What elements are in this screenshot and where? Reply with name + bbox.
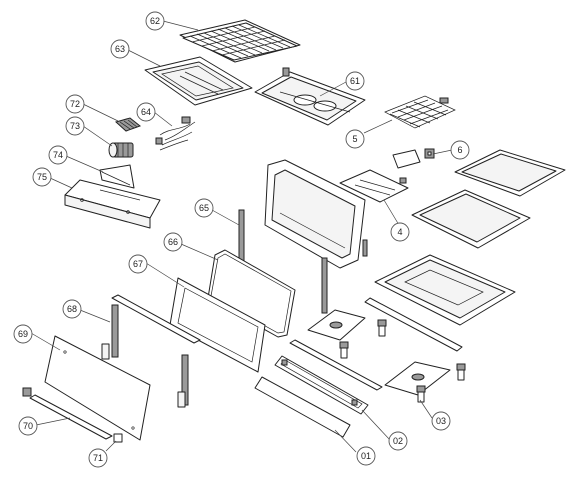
svg-text:67: 67 (133, 259, 143, 269)
svg-text:70: 70 (23, 421, 33, 431)
part-70-handle-bar (22, 387, 113, 440)
callout-71: 71 (88, 448, 108, 468)
svg-text:66: 66 (168, 237, 178, 247)
svg-text:4: 4 (397, 227, 402, 237)
callout-03: 03 (431, 411, 451, 431)
part-heat-shield (392, 149, 421, 169)
part-5-upper-heating-element (384, 95, 456, 129)
svg-text:73: 73 (70, 121, 80, 131)
callout-69: 69 (13, 324, 33, 344)
part-front-bracket-right (384, 361, 451, 396)
part-72-terminal-block (114, 117, 142, 132)
part-side-rail-right (321, 257, 328, 314)
part-71-end-cap (113, 433, 123, 443)
svg-text:64: 64 (141, 107, 151, 117)
svg-text:68: 68 (67, 304, 77, 314)
leader-lines (30, 20, 453, 453)
part-69-outer-glass (44, 335, 151, 441)
callout-75: 75 (32, 167, 52, 187)
part-front-bracket-left (307, 309, 366, 341)
part-top-cover-plate (454, 149, 566, 197)
svg-text:6: 6 (457, 145, 462, 155)
callout-02: 02 (388, 431, 408, 451)
part-6-bracket (424, 148, 435, 159)
part-front-rail (289, 339, 383, 391)
svg-text:01: 01 (361, 451, 371, 461)
callout-65: 65 (194, 198, 214, 218)
callout-70: 70 (18, 416, 38, 436)
part-65-side-rail (238, 209, 245, 267)
svg-text:61: 61 (350, 76, 360, 86)
part-63-drip-tray (144, 56, 253, 106)
callout-66: 66 (163, 232, 183, 252)
callout-63: 63 (110, 39, 130, 59)
part-baking-pan (411, 189, 531, 249)
callout-64: 64 (136, 102, 156, 122)
part-67-door-frame (169, 277, 266, 373)
part-02-drawer-frame (274, 355, 369, 415)
part-75-upper-housing (64, 179, 161, 229)
callout-6: 6 (450, 140, 470, 160)
callout-4: 4 (390, 222, 410, 242)
svg-text:71: 71 (93, 453, 103, 463)
part-bottom-rail-long (364, 297, 463, 352)
svg-text:74: 74 (53, 150, 63, 160)
part-68-door-hinge (101, 304, 189, 408)
part-bottom-tray-frame (374, 254, 516, 326)
part-61-grill-pan (254, 67, 366, 126)
svg-text:02: 02 (393, 436, 403, 446)
svg-text:03: 03 (436, 416, 446, 426)
callout-73: 73 (65, 116, 85, 136)
part-64-wiring-harness (155, 116, 196, 151)
part-door-top-rod (111, 294, 201, 344)
callout-5: 5 (345, 129, 365, 149)
part-73-fan-motor (108, 142, 134, 158)
part-oven-liner-frame (264, 159, 368, 269)
part-74-fan-cover (99, 164, 135, 189)
callout-01: 01 (356, 446, 376, 466)
svg-text:75: 75 (37, 172, 47, 182)
callout-67: 67 (128, 254, 148, 274)
svg-text:62: 62 (150, 16, 160, 26)
svg-text:5: 5 (352, 134, 357, 144)
part-4-lower-element (339, 169, 409, 203)
svg-text:63: 63 (115, 44, 125, 54)
callout-72: 72 (65, 94, 85, 114)
svg-text:65: 65 (199, 203, 209, 213)
svg-text:69: 69 (18, 329, 28, 339)
callout-68: 68 (62, 299, 82, 319)
callout-74: 74 (48, 145, 68, 165)
callout-61: 61 (345, 71, 365, 91)
part-01-drawer-front (254, 376, 351, 438)
callout-62: 62 (145, 11, 165, 31)
part-62-grill-rack (179, 19, 301, 63)
svg-text:72: 72 (70, 99, 80, 109)
